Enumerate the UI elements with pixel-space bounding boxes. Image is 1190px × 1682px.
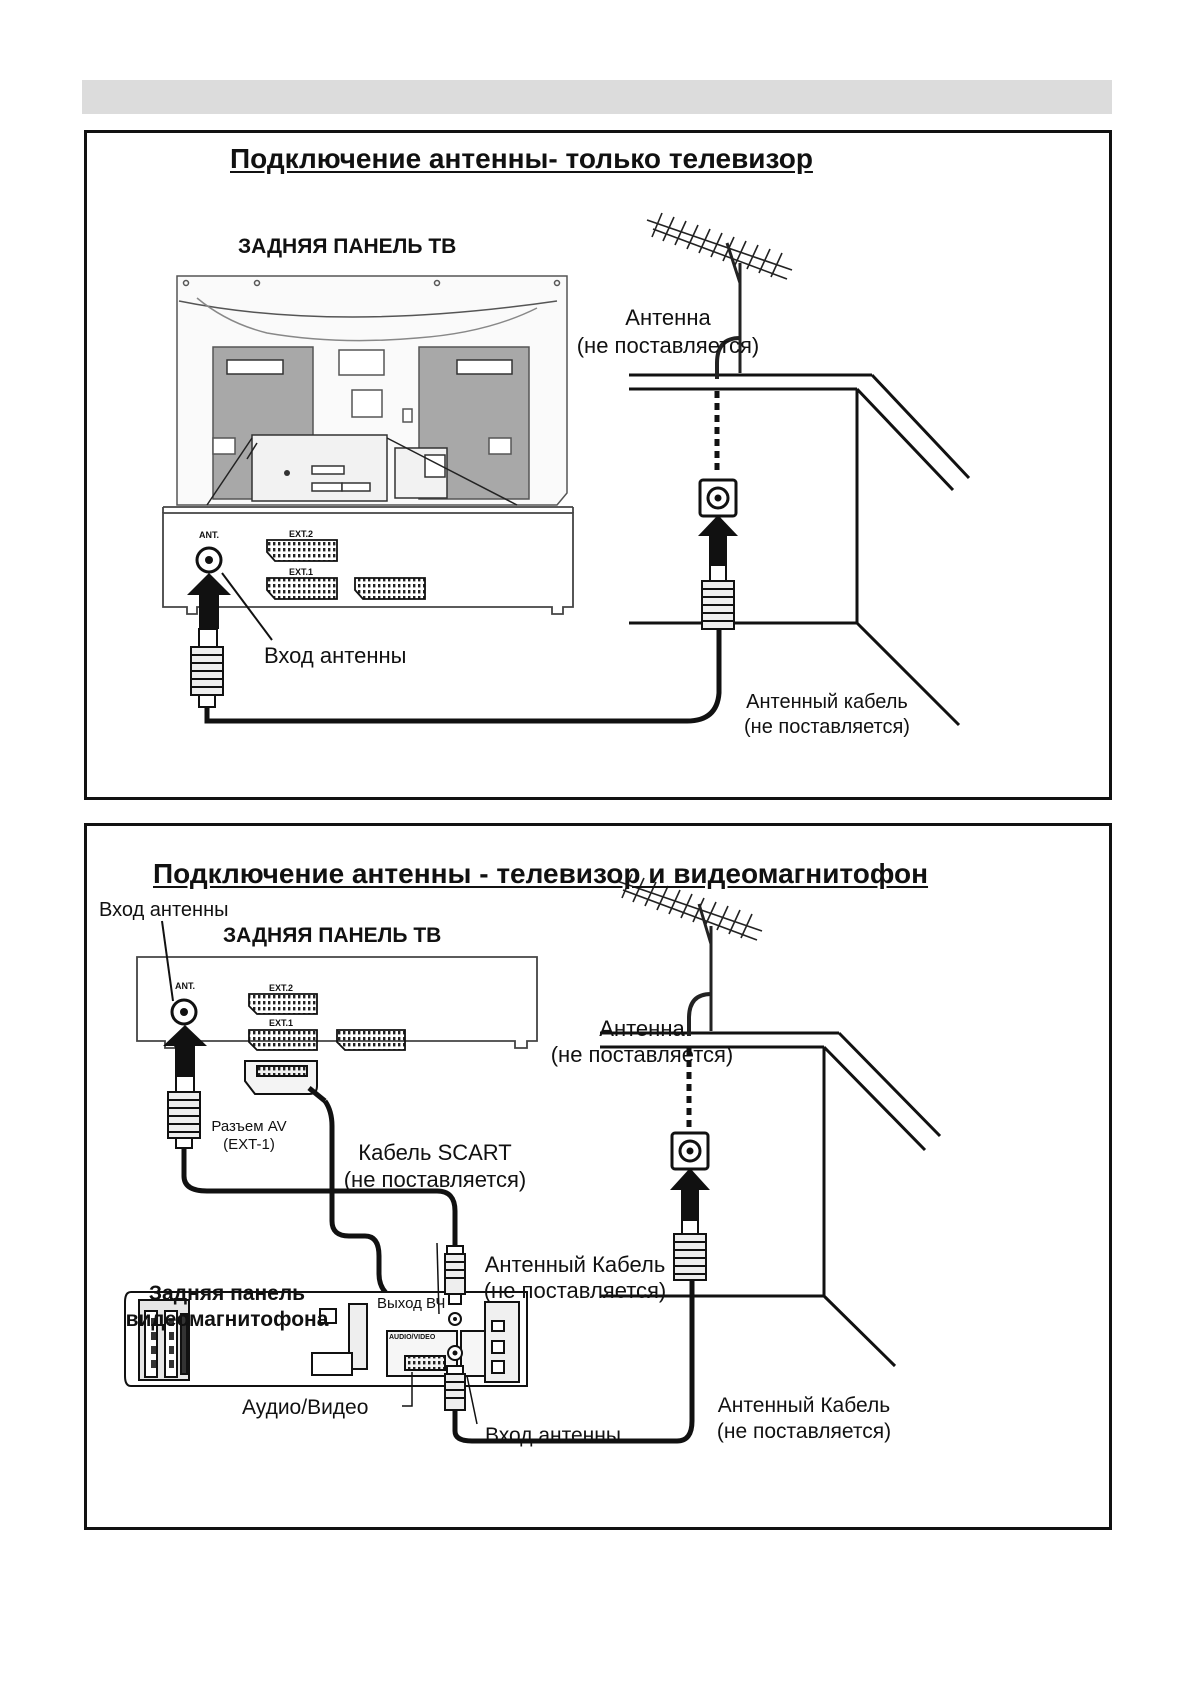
- wall-illustration: [629, 373, 971, 727]
- antenna-cable-vcr-to-wall: [452, 1231, 695, 1444]
- tv-vcr-connection-drawing: [124, 873, 942, 1444]
- av-socket-label: Разъем AV: [211, 1118, 287, 1135]
- audio-video-label: Аудио/Видео: [242, 1396, 369, 1419]
- scart-third: [336, 1029, 406, 1051]
- scart-plug: [244, 1060, 327, 1103]
- panel-title: Подключение антенны - телевизор и видеом…: [153, 858, 929, 889]
- wall-antenna-socket: [670, 1131, 710, 1171]
- antenna-illustration: [616, 873, 763, 1036]
- tv-rear-panel-label: ЗАДНЯЯ ПАНЕЛЬ ТВ: [238, 235, 457, 258]
- scart-ext1: [248, 1029, 318, 1051]
- panel-title: Подключение антенны- только телевизор: [230, 143, 813, 174]
- port-audio-video-label: AUDIO/VIDEO: [389, 1334, 436, 1341]
- vcr-rf-out-socket: [448, 1312, 462, 1326]
- arrow-to-ant-input: [163, 1025, 207, 1076]
- ant-socket: [195, 546, 223, 574]
- vcr-ant-in-socket: [447, 1345, 463, 1361]
- antenna-cable-label: Антенный Кабель: [484, 1252, 666, 1277]
- scart-cable: [322, 1099, 406, 1307]
- antenna-plug-tv: [190, 628, 224, 708]
- scart-cable-note: (не поставляется): [343, 1167, 527, 1192]
- scart-ext1: [266, 577, 338, 600]
- port-ant-label: ANT.: [199, 530, 219, 540]
- antenna-cable-note: (не поставляется): [483, 1278, 667, 1303]
- antenna-cable2-label: Антенный Кабель: [717, 1394, 891, 1417]
- vcr-rear-illustration: [124, 1291, 528, 1387]
- av-socket-note: (EXT-1): [223, 1136, 275, 1153]
- scart-third: [354, 577, 426, 600]
- arrow-to-wall-socket: [670, 1168, 710, 1220]
- antenna-cable-label: Антенный кабель: [746, 691, 908, 713]
- port-ext2-label: EXT.2: [289, 529, 314, 539]
- tv-rear-illustration: [176, 275, 568, 506]
- diagram-panel-tv-and-vcr: Подключение антенны - телевизор и видеом…: [84, 823, 1112, 1530]
- port-ext2-label: EXT.2: [269, 983, 294, 993]
- ant-input-pointer: [161, 920, 174, 1002]
- antenna-note: (не поставляется): [550, 1042, 734, 1067]
- antenna-plug-wall: [673, 1219, 707, 1281]
- tv-only-connection-drawing: [162, 212, 971, 727]
- wall-illustration: [600, 1031, 942, 1368]
- port-ext1-label: EXT.1: [289, 567, 314, 577]
- scart-ext2: [248, 993, 318, 1015]
- arrow-to-ant-input: [187, 573, 231, 629]
- antenna-cable: [204, 621, 722, 724]
- antenna-label: Антенна: [625, 305, 711, 330]
- arrow-to-wall-socket: [698, 515, 738, 565]
- tv-rear-panel-label: ЗАДНЯЯ ПАНЕЛЬ ТВ: [223, 924, 442, 947]
- port-ext1-label: EXT.1: [269, 1018, 294, 1028]
- antenna-input-bottom-label: Вход антенны: [485, 1424, 621, 1447]
- wall-antenna-socket: [698, 478, 738, 518]
- antenna-plug-rf-out: [444, 1245, 466, 1305]
- antenna-plug-tv: [167, 1075, 201, 1149]
- ant-input-pointer: [221, 572, 273, 641]
- diagram-panel-tv-only: Подключение антенны- только телевизор ЗА…: [84, 130, 1112, 800]
- tv-connector-panel: [136, 956, 538, 1049]
- antenna-cable-tv-to-vcr: [181, 1148, 458, 1246]
- antenna-input-top-label: Вход антенны: [99, 899, 229, 921]
- port-ant-label: ANT.: [175, 981, 195, 991]
- ant-socket: [170, 998, 198, 1026]
- vcr-rear-panel-label-line2: видеомагнитофона: [125, 1308, 329, 1331]
- antenna-label: Антенна: [599, 1016, 685, 1041]
- tv-connector-panel: [162, 506, 574, 615]
- antenna-plug-ant-in: [444, 1365, 466, 1411]
- rf-out-label: Выход ВЧ: [377, 1295, 446, 1312]
- antenna-plug-wall: [701, 564, 735, 630]
- antenna-cable2-note: (не поставляется): [716, 1420, 892, 1443]
- scart-ext2: [266, 539, 338, 562]
- antenna-input-label: Вход антенны: [264, 643, 407, 668]
- antenna-illustration: [646, 212, 793, 379]
- antenna-note: (не поставляется): [576, 333, 760, 358]
- vcr-rear-panel-label-line1: Задняя панель: [148, 1282, 306, 1305]
- antenna-cable-note: (не поставляется): [744, 716, 910, 738]
- header-bar: [82, 80, 1112, 114]
- scart-cable-label: Кабель SCART: [358, 1140, 512, 1165]
